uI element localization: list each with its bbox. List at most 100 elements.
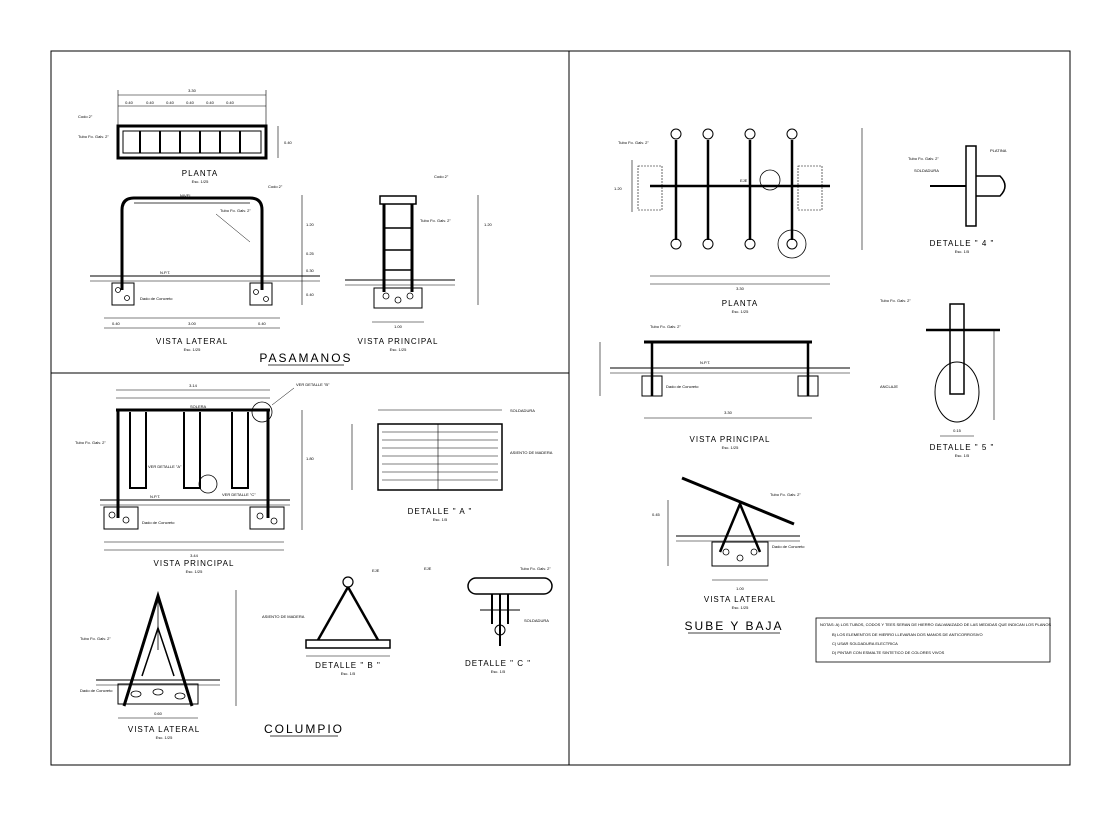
col-detC-soldadura: SOLDADURA	[524, 618, 549, 623]
sb-lat-dado: Dado de Concreto	[772, 544, 805, 549]
sb-det4-scale: Esc. 1/5	[955, 249, 970, 254]
pas-codo-label: Codo 2"	[78, 114, 93, 119]
sb-lat-tubo: Tubo Fo. Galv. 2"	[770, 492, 801, 497]
pasamanos-section-title: PASAMANOS	[259, 351, 352, 365]
subebaja-vista-lateral	[667, 476, 800, 581]
sb-det5-tubo: Tubo Fo. Galv. 2"	[880, 298, 911, 303]
pas-seg-dim: 0.40	[166, 100, 175, 105]
pas-lat-side: 0.40	[112, 321, 121, 326]
pas-seg-dim: 0.40	[226, 100, 235, 105]
pas-principal-title: VISTA PRINCIPAL	[358, 337, 439, 346]
pas-total-dim: 3.30	[188, 88, 197, 93]
subebaja-detalle-4	[930, 145, 1006, 227]
note-line: C) USAR SOLDADURA ELECTRICA	[832, 641, 898, 646]
pas-seg-dim: 0.40	[186, 100, 195, 105]
col-detB-eje: EJE	[372, 568, 380, 573]
pas-v3: 0.30	[306, 268, 315, 273]
sb-lateral-scale: Esc. 1/25	[732, 605, 749, 610]
pasamanos-planta	[116, 90, 279, 160]
subebaja-planta	[631, 128, 863, 285]
col-dado-label: Dado de Concreto	[142, 520, 175, 525]
pas-v4: 0.40	[306, 292, 315, 297]
col-detA-scale: Esc. 1/5	[433, 517, 448, 522]
col-h: 1.80	[306, 456, 315, 461]
sb-det4-platina: PLATINA	[990, 148, 1007, 153]
columpio-detalle-b	[305, 576, 391, 657]
col-detC-tubo: Tubo Fo. Galv. 2"	[520, 566, 551, 571]
columpio-section-title: COLUMPIO	[264, 722, 344, 736]
sb-det5-anclaje: ANCLAJE	[880, 384, 898, 389]
pas-nivel-label: NIVEL	[180, 193, 192, 198]
pas-planta-scale: Esc. 1/25	[192, 179, 209, 184]
pas-seg-dim: 0.40	[125, 100, 134, 105]
pas-seg-dim: 0.40	[206, 100, 215, 105]
pas-codo-label-2: Codo 2"	[268, 184, 283, 189]
pas-v1: 1.20	[306, 222, 315, 227]
col-lat-base: 0.60	[154, 711, 163, 716]
sb-prin-total: 3.30	[724, 410, 733, 415]
col-base: 3.44	[190, 553, 199, 558]
pas-tubo-label-2: Tubo Fo. Galv. 2"	[220, 208, 251, 213]
pas-prin-codo: Codo 2"	[434, 174, 449, 179]
pas-dado-label: Dado de Concreto	[140, 296, 173, 301]
col-ver-a: VER DETALLE "A"	[148, 464, 182, 469]
col-detC-scale: Esc. 1/5	[491, 669, 506, 674]
col-lat-dado: Dado de Concreto	[80, 688, 113, 693]
sb-tubo: Tubo Fo. Galv. 2"	[618, 140, 649, 145]
subebaja-detalle-5	[926, 303, 1000, 437]
sb-planta-scale: Esc. 1/25	[732, 309, 749, 314]
col-lat-tubo: Tubo Fo. Galv. 2"	[80, 636, 111, 641]
columpio-vista-principal	[100, 387, 303, 551]
columpio-detalle-c	[467, 577, 553, 646]
sb-lateral-title: VISTA LATERAL	[704, 595, 776, 604]
sb-det5-w: 0.15	[953, 428, 962, 433]
sb-det5-scale: Esc. 1/5	[955, 453, 970, 458]
col-detB-scale: Esc. 1/5	[341, 671, 356, 676]
pas-lateral-title: VISTA LATERAL	[156, 337, 228, 346]
sb-principal-title: VISTA PRINCIPAL	[690, 435, 771, 444]
pas-lateral-scale: Esc. 1/25	[184, 347, 201, 352]
col-detC-eje: EJE	[424, 566, 432, 571]
col-principal-scale: Esc. 1/25	[186, 569, 203, 574]
pas-seg-dim: 0.40	[146, 100, 155, 105]
sheet-border	[50, 50, 1071, 766]
sb-det5-title: DETALLE " 5 "	[930, 443, 995, 452]
col-ver-c: VER DETALLE "C"	[222, 492, 256, 497]
col-ver-b: VER DETALLE "B"	[296, 382, 330, 387]
col-asiento: ASIENTO DE MADERA	[510, 450, 553, 455]
col-lateral-title: VISTA LATERAL	[128, 725, 200, 734]
columpio-vista-lateral	[96, 590, 237, 719]
sb-prin-dado: Dado de Concreto	[666, 384, 699, 389]
col-solera-label: SOLERA	[190, 404, 207, 409]
sb-eje-label: EJE	[740, 178, 748, 183]
pas-h-dim: 0.40	[284, 140, 293, 145]
pasamanos-vista-principal	[345, 195, 479, 323]
sb-h: 1.20	[614, 186, 623, 191]
sb-lat-base: 1.00	[736, 586, 745, 591]
sb-planta-title: PLANTA	[722, 299, 759, 308]
pas-lat-total: 3.00	[188, 321, 197, 326]
notes-box	[815, 617, 1051, 663]
pas-prin-v1: 1.20	[484, 222, 493, 227]
pas-planta-title: PLANTA	[182, 169, 219, 178]
pas-principal-scale: Esc. 1/25	[390, 347, 407, 352]
pas-npt-label: N.P.T.	[160, 270, 170, 275]
pas-prin-base: 1.00	[394, 324, 403, 329]
sb-total: 3.30	[736, 286, 745, 291]
col-detB-asiento: ASIENTO DE MADERA	[262, 614, 305, 619]
sb-det4-tubo: Tubo Fo. Galv. 2"	[908, 156, 939, 161]
pasamanos-vista-lateral	[90, 195, 320, 329]
note-line: NOTAS: A) LOS TUBOS, CODOS Y TEES SERAN …	[820, 622, 1051, 627]
sb-prin-tubo: Tubo Fo. Galv. 2"	[650, 324, 681, 329]
col-detA-title: DETALLE " A "	[408, 507, 473, 516]
pas-prin-tubo: Tubo Fo. Galv. 2"	[420, 218, 451, 223]
subebaja-section-title: SUBE Y BAJA	[685, 619, 784, 633]
col-detC-title: DETALLE " C "	[465, 659, 531, 668]
col-npt-label: N.P.T.	[150, 494, 160, 499]
pas-lat-side-2: 0.40	[258, 321, 267, 326]
subebaja-vista-principal	[599, 340, 850, 419]
col-tubo-label: Tubo Fo. Galv. 2"	[75, 440, 106, 445]
pas-v2: 0.25	[306, 251, 315, 256]
sb-lat-half: 0.45	[652, 512, 661, 517]
